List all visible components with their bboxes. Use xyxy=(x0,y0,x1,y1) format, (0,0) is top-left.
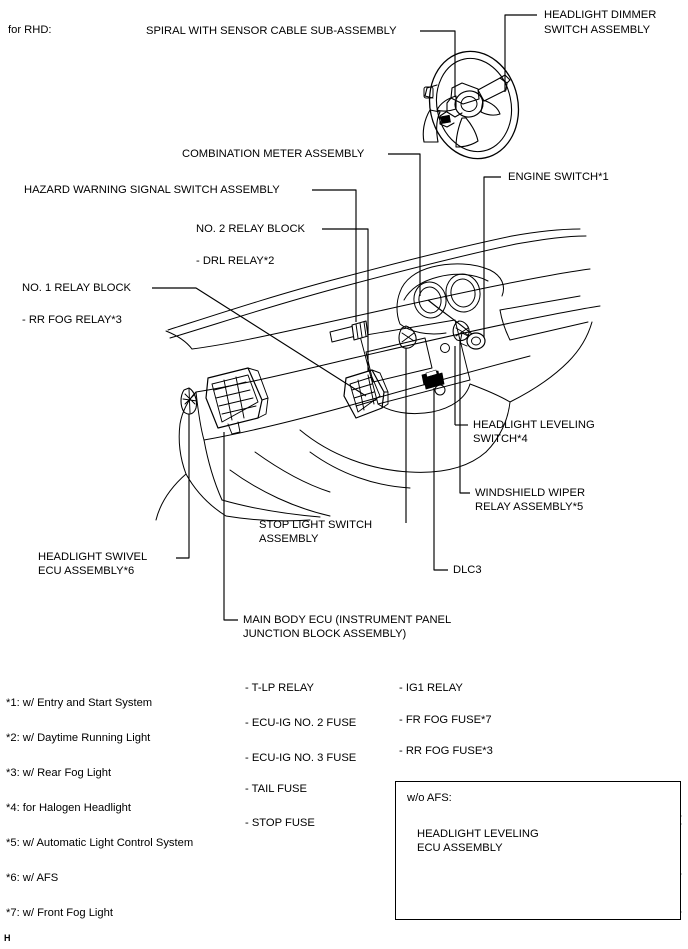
footnote-2: *2: w/ Daytime Running Light xyxy=(6,732,151,744)
callout-drl-relay: - DRL RELAY*2 xyxy=(196,255,275,267)
footnote-4: *4: for Halogen Headlight xyxy=(6,802,132,814)
component-list-middle-item-4: - STOP FUSE xyxy=(245,817,315,829)
callout-windshield-wiper-relay: WINDSHIELD WIPER xyxy=(475,487,586,499)
steering-wheel-drawing xyxy=(422,50,520,160)
callout-no2-relay-block: NO. 2 RELAY BLOCK xyxy=(196,223,306,235)
callout-spiral-cable: SPIRAL WITH SENSOR CABLE SUB-ASSEMBLY xyxy=(146,25,397,37)
wo-afs-inset-box xyxy=(395,781,681,920)
footnote-6: *6: w/ AFS xyxy=(6,872,59,884)
callout-headlight-swivel-ecu-line2: ECU ASSEMBLY*6 xyxy=(38,565,135,577)
component-list-right-item-1: - FR FOG FUSE*7 xyxy=(399,714,492,726)
callout-dlc3: DLC3 xyxy=(453,564,482,576)
callout-stop-light-switch-line2: ASSEMBLY xyxy=(259,533,319,545)
callout-headlight-dimmer-line2: SWITCH ASSEMBLY xyxy=(544,24,651,36)
inset-label-line1: HEADLIGHT LEVELING xyxy=(417,828,539,840)
hazard-switch-part xyxy=(421,369,441,386)
component-list-right-item-2: - RR FOG FUSE*3 xyxy=(399,745,493,757)
component-list-middle-item-1: - ECU-IG NO. 2 FUSE xyxy=(245,717,357,729)
footnote-7: *7: w/ Front Fog Light xyxy=(6,907,113,919)
dlc3-part xyxy=(423,372,445,390)
footnote-5: *5: w/ Automatic Light Control System xyxy=(6,837,194,849)
callout-headlight-leveling-switch-line2: SWITCH*4 xyxy=(473,433,528,445)
callout-rr-fog-relay: - RR FOG RELAY*3 xyxy=(22,314,122,326)
callout-main-body-ecu: MAIN BODY ECU (INSTRUMENT PANEL xyxy=(243,614,452,626)
components-drawing xyxy=(180,320,486,435)
main-body-ecu-part xyxy=(343,369,389,419)
callout-hazard-switch: HAZARD WARNING SIGNAL SWITCH ASSEMBLY xyxy=(24,184,280,196)
no2-relay-block-part xyxy=(351,320,369,341)
component-list-right-item-0: - IG1 RELAY xyxy=(399,682,463,694)
headlight-leveling-switch-part xyxy=(459,332,486,350)
callout-headlight-dimmer: HEADLIGHT DIMMER xyxy=(544,9,657,21)
page-mark: H xyxy=(4,933,11,943)
stop-light-switch-part xyxy=(398,325,417,349)
callout-windshield-wiper-relay-line2: RELAY ASSEMBLY*5 xyxy=(475,501,584,513)
callout-headlight-leveling-switch: HEADLIGHT LEVELING xyxy=(473,419,595,431)
footnote-1: *1: w/ Entry and Start System xyxy=(6,697,153,709)
footnote-3: *3: w/ Rear Fog Light xyxy=(6,767,112,779)
callout-headlight-swivel-ecu: HEADLIGHT SWIVEL xyxy=(38,551,148,563)
inset-title: w/o AFS: xyxy=(407,792,452,804)
callout-combination-meter: COMBINATION METER ASSEMBLY xyxy=(182,148,365,160)
callout-no1-relay-block: NO. 1 RELAY BLOCK xyxy=(22,282,132,294)
variant-note: for RHD: xyxy=(8,24,52,36)
no1-relay-block-part xyxy=(205,367,269,435)
component-list-middle-item-3: - TAIL FUSE xyxy=(245,783,307,795)
headlight-swivel-ecu-part xyxy=(180,387,198,415)
callout-engine-switch: ENGINE SWITCH*1 xyxy=(508,171,609,183)
instrument-panel-drawing xyxy=(155,228,601,522)
component-list-middle-item-0: - T-LP RELAY xyxy=(245,682,315,694)
windshield-wiper-relay-part xyxy=(452,320,470,342)
callout-stop-light-switch: STOP LIGHT SWITCH xyxy=(259,519,373,531)
component-list-middle-item-2: - ECU-IG NO. 3 FUSE xyxy=(245,752,357,764)
inset-label-line2: ECU ASSEMBLY xyxy=(417,842,503,854)
callout-main-body-ecu-line2: JUNCTION BLOCK ASSEMBLY) xyxy=(243,628,407,640)
